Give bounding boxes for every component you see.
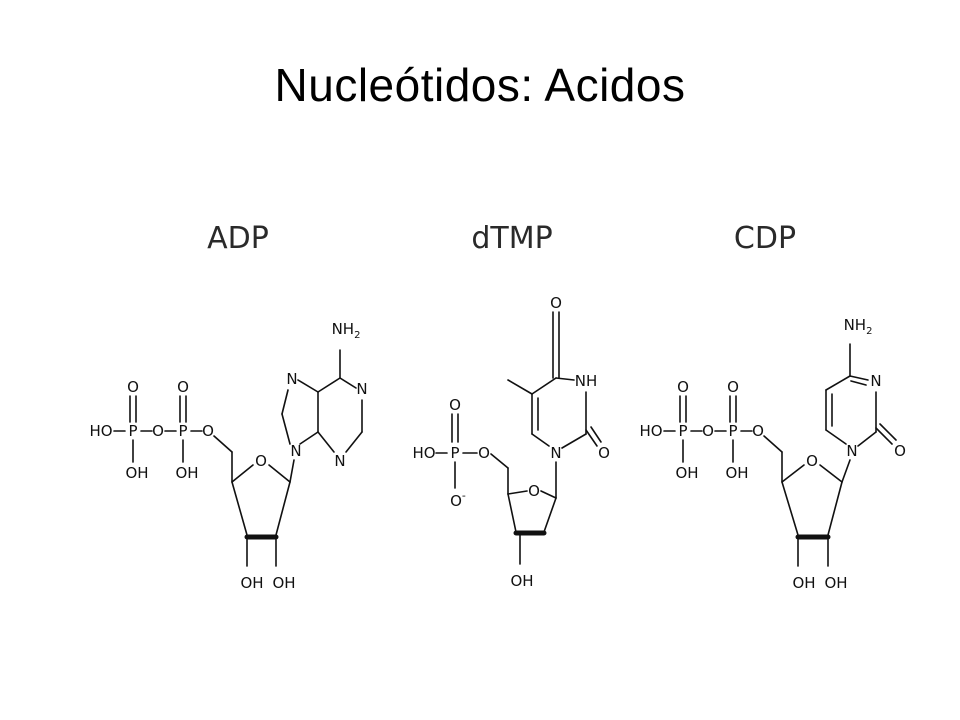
atom-adp-oh-3: OH: [240, 574, 263, 592]
bond-adp: [231, 481, 248, 536]
atom-adp-oh-2: OH: [272, 574, 295, 592]
bond-adp: [281, 389, 289, 415]
atom-adp-bridge-o-2: O: [202, 422, 214, 440]
atom-dtmp-n1: N: [550, 444, 561, 462]
atom-adp-n1: N: [356, 380, 367, 398]
bond-cdp: [781, 481, 799, 536]
bond-adp: [339, 377, 357, 389]
atom-dtmp-nh: NH: [575, 372, 598, 390]
bond-cdp: [875, 427, 893, 445]
bond-adp: [317, 377, 341, 393]
bond-dtmp: [490, 453, 509, 469]
bond-cdp: [819, 464, 843, 483]
atom-cdp-ho-left: HO: [639, 422, 662, 440]
atom-cdp-nh2-subscript: 2: [866, 326, 872, 337]
bond-dtmp: [507, 490, 528, 495]
atom-adp-p-1: P: [128, 422, 137, 440]
atom-cdp-o: O: [894, 442, 906, 460]
atom-cdp-n3: N: [870, 372, 881, 390]
atom-adp-o-top-2: O: [177, 378, 189, 396]
atom-cdp-nh2-main: NH: [844, 316, 867, 334]
atom-adp-n9: N: [290, 442, 301, 460]
atom-dtmp-o-minus: O-: [450, 489, 466, 510]
bond-adp: [231, 464, 254, 483]
atom-cdp-bridge-o-1: O: [702, 422, 714, 440]
atom-cdp-o-top-2: O: [727, 378, 739, 396]
molecule-label-dtmp: dTMP: [471, 221, 552, 256]
bond-cdp: [825, 429, 847, 445]
bond-dtmp: [531, 433, 550, 447]
bond-adp: [345, 431, 363, 453]
atom-cdp-p-2: P: [728, 422, 737, 440]
bond-adp: [213, 435, 233, 453]
molecule-dtmp: dTMP HO P O O- O O OH N NH O O: [412, 221, 609, 590]
bond-adp: [268, 464, 291, 483]
bond-adp: [281, 413, 291, 445]
atom-dtmp-bridge-o: O: [478, 444, 490, 462]
atom-adp-nh2-main: NH: [332, 320, 355, 338]
atom-cdp-oh-bottom-1: OH: [675, 464, 698, 482]
atom-cdp-n1: N: [846, 442, 857, 460]
atom-cdp-ring-o: O: [806, 452, 818, 470]
atom-dtmp-o-top: O: [550, 294, 562, 312]
bond-cdp: [781, 464, 805, 483]
bond-dtmp: [531, 377, 557, 395]
bond-dtmp: [590, 426, 602, 443]
atom-adp-n7: N: [286, 370, 297, 388]
atom-cdp-oh-bottom-2: OH: [725, 464, 748, 482]
bond-cdp: [825, 375, 851, 391]
bond-adp: [289, 459, 295, 483]
molecule-label-adp: ADP: [207, 221, 269, 256]
bond-cdp: [841, 459, 851, 483]
bond-dtmp: [507, 493, 517, 533]
atom-cdp-nh2: NH2: [844, 316, 873, 337]
bond-adp: [299, 431, 319, 445]
atom-adp-n3: N: [334, 452, 345, 470]
bond-cdp: [850, 380, 867, 386]
atom-dtmp-ring-o: O: [528, 482, 540, 500]
atom-adp-bridge-o-1: O: [152, 422, 164, 440]
atom-adp-oh-bottom-2: OH: [175, 464, 198, 482]
atom-dtmp-p: P: [450, 444, 459, 462]
slide-title: Nucleótidos: Acidos: [274, 59, 686, 111]
atom-dtmp-o-top: O: [449, 396, 461, 414]
atom-dtmp-ho: HO: [412, 444, 435, 462]
bond-cdp: [879, 423, 897, 441]
bond-adp: [275, 481, 291, 536]
atom-adp-p-2: P: [178, 422, 187, 440]
molecule-adp: ADP O P HO OH O O P OH O O OH: [89, 221, 367, 592]
bond-dtmp: [561, 433, 587, 449]
bond-dtmp: [543, 497, 557, 533]
atom-cdp-o-top-1: O: [677, 378, 689, 396]
atom-dtmp-o-minus-sign: -: [462, 489, 466, 502]
atom-adp-ho-left: HO: [89, 422, 112, 440]
bond-cdp: [827, 481, 843, 536]
bond-dtmp: [585, 429, 598, 447]
atom-cdp-oh-3: OH: [792, 574, 815, 592]
atom-adp-nh2: NH2: [332, 320, 361, 341]
atom-adp-nh2-subscript: 2: [354, 330, 360, 341]
bond-adp: [297, 379, 319, 393]
bond-cdp: [763, 435, 783, 453]
bond-dtmp: [540, 490, 557, 499]
atom-dtmp-o-minus-main: O: [450, 492, 462, 510]
atom-adp-o-top-1: O: [127, 378, 139, 396]
bond-cdp: [849, 375, 869, 381]
atom-cdp-bridge-o-2: O: [752, 422, 764, 440]
atom-dtmp-o-right: O: [598, 444, 610, 462]
bond-cdp: [857, 431, 877, 447]
atom-adp-ring-o: O: [255, 452, 267, 470]
molecule-cdp: CDP O P HO OH O O P OH O O OH: [639, 221, 905, 592]
atom-cdp-p-1: P: [678, 422, 687, 440]
atom-cdp-oh-2: OH: [824, 574, 847, 592]
atom-dtmp-oh-3: OH: [510, 572, 533, 590]
bond-dtmp: [507, 379, 533, 395]
molecule-label-cdp: CDP: [734, 221, 796, 256]
bond-adp: [317, 431, 335, 453]
atom-adp-oh-bottom-1: OH: [125, 464, 148, 482]
